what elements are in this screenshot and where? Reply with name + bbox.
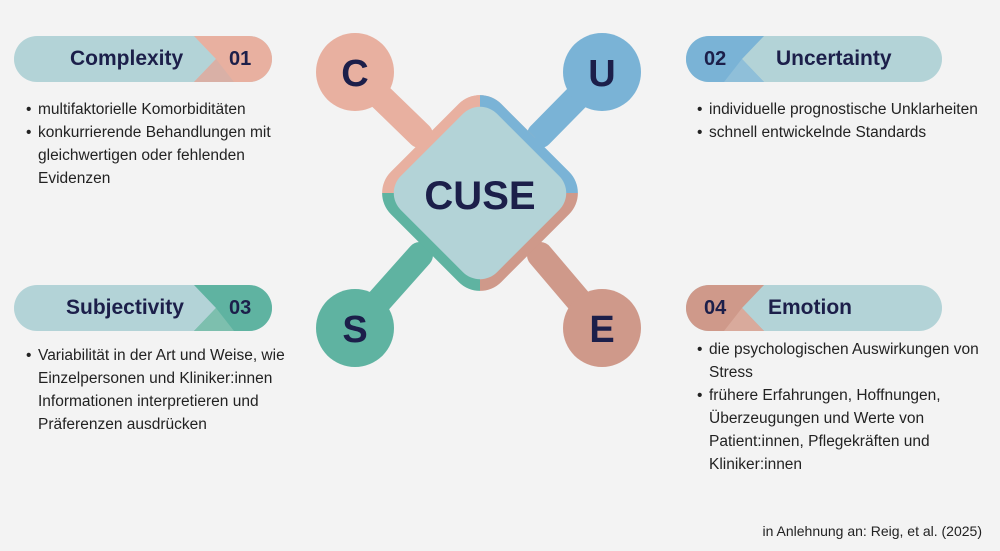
letter-u: U <box>588 53 615 95</box>
uncertainty-header: 02 Uncertainty <box>686 36 942 82</box>
section-title: Emotion <box>768 296 852 319</box>
bullet: konkurrierende Behandlungen mit gleichwe… <box>26 121 296 190</box>
emotion-header: 04 Emotion <box>686 285 942 331</box>
bullet: Variabilität in der Art und Weise, wie E… <box>26 344 316 436</box>
bullet: die psychologischen Auswirkungen von Str… <box>697 338 992 384</box>
bullet: schnell entwickelnde Standards <box>697 121 987 144</box>
s-circle <box>316 289 394 367</box>
u-circle <box>563 33 641 111</box>
c-circle <box>316 33 394 111</box>
e-circle <box>563 289 641 367</box>
section-number: 01 <box>229 48 252 70</box>
bullet: multifaktorielle Komorbiditäten <box>26 98 296 121</box>
center-label: CUSE <box>424 174 535 218</box>
letter-s: S <box>342 309 367 351</box>
bullet: individuelle prognostische Unklarheiten <box>697 98 987 121</box>
number-badge <box>686 36 764 82</box>
uncertainty-bullets: individuelle prognostische Unklarheiten … <box>697 98 987 144</box>
cuse-diagram: C U S E CUSE <box>316 33 641 367</box>
letter-c: C <box>341 53 368 95</box>
emotion-bullets: die psychologischen Auswirkungen von Str… <box>697 338 992 476</box>
section-number: 02 <box>704 48 727 70</box>
complexity-header: Complexity 01 <box>14 36 272 82</box>
section-title: Complexity <box>70 47 184 70</box>
section-title: Uncertainty <box>776 47 892 70</box>
section-title: Subjectivity <box>66 296 184 319</box>
letter-e: E <box>589 309 614 351</box>
citation: in Anlehnung an: Reig, et al. (2025) <box>762 523 983 539</box>
number-badge <box>686 285 764 331</box>
section-number: 04 <box>704 297 727 319</box>
bullet: frühere Erfahrungen, Hoffnungen, Überzeu… <box>697 384 992 476</box>
number-badge <box>194 36 272 82</box>
complexity-bullets: multifaktorielle Komorbiditäten konkurri… <box>26 98 296 190</box>
subjectivity-bullets: Variabilität in der Art und Weise, wie E… <box>26 344 316 436</box>
core-diamond <box>393 106 567 280</box>
subjectivity-header: Subjectivity 03 <box>14 285 272 331</box>
number-badge <box>194 285 272 331</box>
section-number: 03 <box>229 297 252 319</box>
